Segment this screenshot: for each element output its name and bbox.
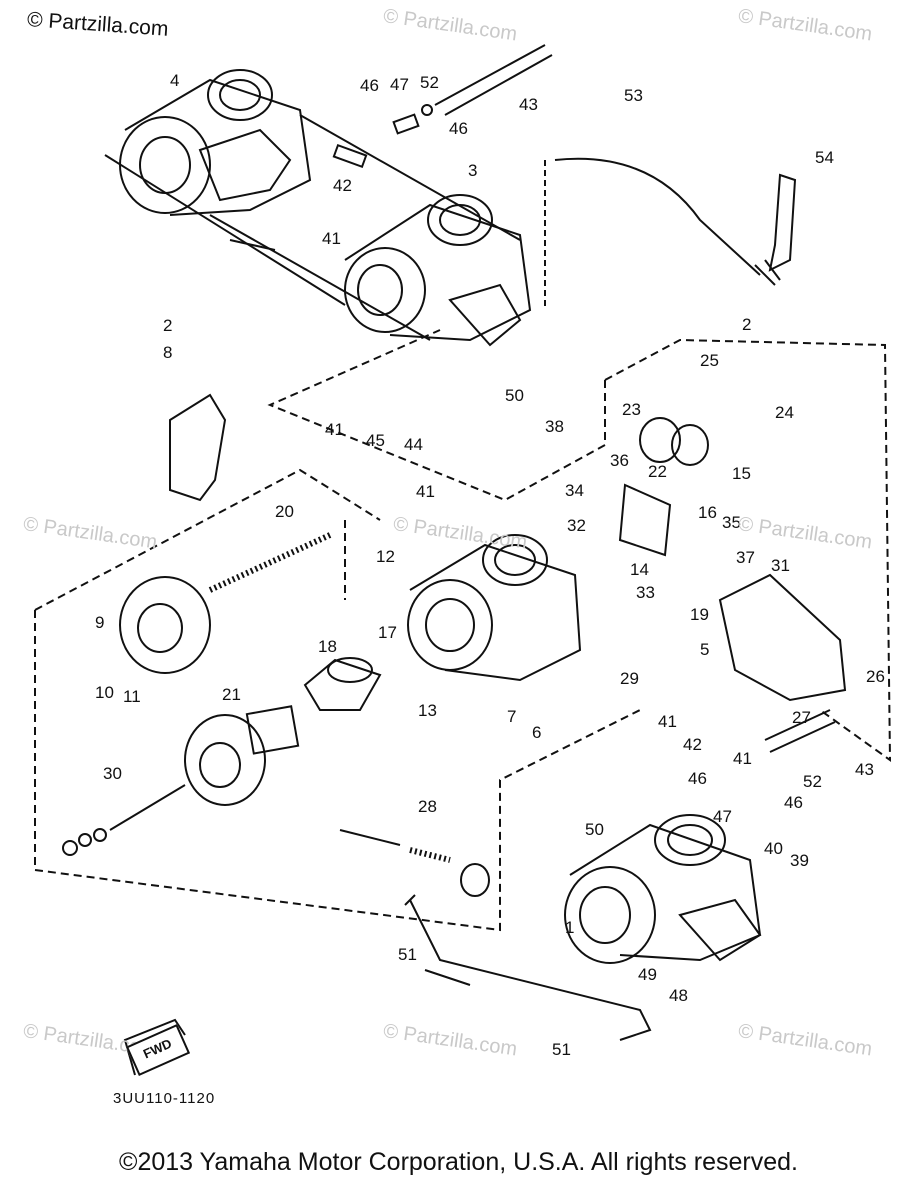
svg-text:36: 36	[610, 451, 629, 470]
svg-text:21: 21	[222, 685, 241, 704]
svg-text:46: 46	[688, 769, 707, 788]
svg-text:52: 52	[803, 772, 822, 791]
svg-text:34: 34	[565, 481, 584, 500]
svg-text:38: 38	[545, 417, 564, 436]
svg-text:46: 46	[784, 793, 803, 812]
svg-text:44: 44	[404, 435, 423, 454]
copyright-notice: ©2013 Yamaha Motor Corporation, U.S.A. A…	[119, 1148, 798, 1176]
svg-text:30: 30	[103, 764, 122, 783]
svg-text:50: 50	[585, 820, 604, 839]
svg-text:35: 35	[722, 513, 741, 532]
svg-text:41: 41	[322, 229, 341, 248]
svg-text:43: 43	[855, 760, 874, 779]
svg-text:40: 40	[764, 839, 783, 858]
carburetor-assembly-center[interactable]	[407, 534, 582, 682]
svg-text:7: 7	[507, 707, 516, 726]
svg-text:5: 5	[700, 640, 709, 659]
carburetor-assembly-4[interactable]	[119, 69, 312, 216]
svg-text:39: 39	[790, 851, 809, 870]
svg-text:2: 2	[163, 316, 172, 335]
svg-text:15: 15	[732, 464, 751, 483]
svg-text:47: 47	[390, 75, 409, 94]
svg-text:26: 26	[866, 667, 885, 686]
svg-text:41: 41	[658, 712, 677, 731]
svg-text:45: 45	[366, 431, 385, 450]
svg-text:42: 42	[683, 735, 702, 754]
svg-text:42: 42	[333, 176, 352, 195]
svg-text:6: 6	[532, 723, 541, 742]
part-callouts: 1 2 8 2 3 4 5 6 7 9 10 11 12 13 14 15 16…	[95, 71, 885, 1059]
svg-text:48: 48	[669, 986, 688, 1005]
svg-text:33: 33	[636, 583, 655, 602]
svg-text:43: 43	[519, 95, 538, 114]
svg-text:11: 11	[123, 687, 141, 706]
svg-text:14: 14	[630, 560, 649, 579]
svg-text:32: 32	[567, 516, 586, 535]
svg-text:13: 13	[418, 701, 437, 720]
svg-text:41: 41	[416, 482, 435, 501]
svg-text:28: 28	[418, 797, 437, 816]
svg-text:20: 20	[275, 502, 294, 521]
svg-text:31: 31	[771, 556, 790, 575]
svg-text:50: 50	[505, 386, 524, 405]
svg-text:2: 2	[742, 315, 751, 334]
svg-text:46: 46	[449, 119, 468, 138]
svg-text:1: 1	[565, 918, 574, 937]
svg-text:29: 29	[620, 669, 639, 688]
svg-text:8: 8	[163, 343, 172, 362]
svg-text:9: 9	[95, 613, 104, 632]
svg-text:41: 41	[325, 420, 344, 439]
svg-text:27: 27	[792, 708, 811, 727]
diagram-code: 3UU110-1120	[113, 1090, 216, 1107]
svg-text:17: 17	[378, 623, 397, 642]
svg-text:54: 54	[815, 148, 834, 167]
svg-text:53: 53	[624, 86, 643, 105]
svg-text:49: 49	[638, 965, 657, 984]
svg-text:10: 10	[95, 683, 114, 702]
carburetor-assembly-1[interactable]	[564, 814, 762, 964]
svg-text:22: 22	[648, 462, 667, 481]
svg-text:46: 46	[360, 76, 379, 95]
svg-text:52: 52	[420, 73, 439, 92]
svg-text:47: 47	[713, 807, 732, 826]
svg-text:19: 19	[690, 605, 709, 624]
svg-text:23: 23	[622, 400, 641, 419]
svg-text:25: 25	[700, 351, 719, 370]
svg-text:3: 3	[468, 161, 477, 180]
svg-text:12: 12	[376, 547, 395, 566]
carburetor-assembly-3[interactable]	[344, 194, 532, 347]
svg-text:16: 16	[698, 503, 717, 522]
svg-text:37: 37	[736, 548, 755, 567]
svg-text:24: 24	[775, 403, 794, 422]
svg-text:41: 41	[733, 749, 752, 768]
svg-text:4: 4	[170, 71, 179, 90]
svg-text:18: 18	[318, 637, 337, 656]
svg-text:51: 51	[398, 945, 417, 964]
svg-text:51: 51	[552, 1040, 571, 1059]
